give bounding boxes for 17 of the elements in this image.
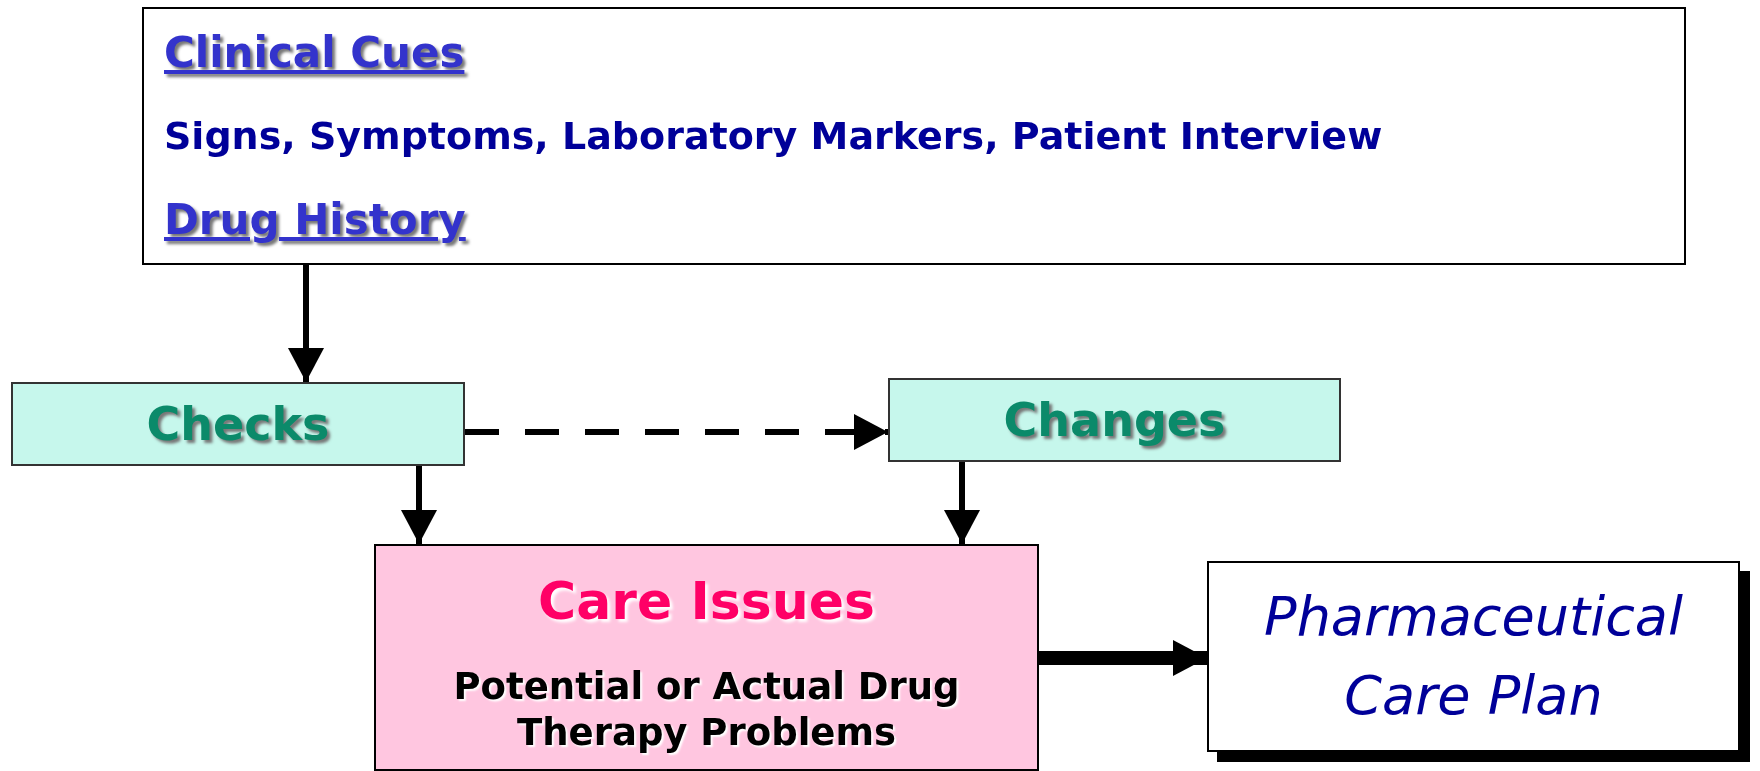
process-box bbox=[888, 378, 1341, 462]
box-label: Pharmaceutical Care Plan bbox=[1263, 584, 1684, 729]
cues-panel bbox=[142, 7, 1686, 265]
arrow bbox=[465, 414, 888, 450]
arrow bbox=[944, 462, 980, 544]
process-box bbox=[11, 382, 465, 466]
arrow bbox=[1039, 640, 1207, 676]
arrow bbox=[288, 265, 324, 382]
arrow bbox=[401, 466, 437, 544]
body-text: Potential or Actual Drug Therapy Problems bbox=[452, 664, 961, 757]
heading: Care Issues bbox=[538, 570, 875, 633]
box-label: Changes bbox=[1003, 391, 1226, 449]
heading: Clinical Cues bbox=[164, 27, 466, 79]
issues-box bbox=[374, 544, 1039, 771]
box-label: Checks bbox=[146, 395, 330, 453]
body-text: Signs, Symptoms, Laboratory Markers, Patient Interview bbox=[164, 112, 1384, 160]
heading: Drug History bbox=[164, 194, 467, 246]
